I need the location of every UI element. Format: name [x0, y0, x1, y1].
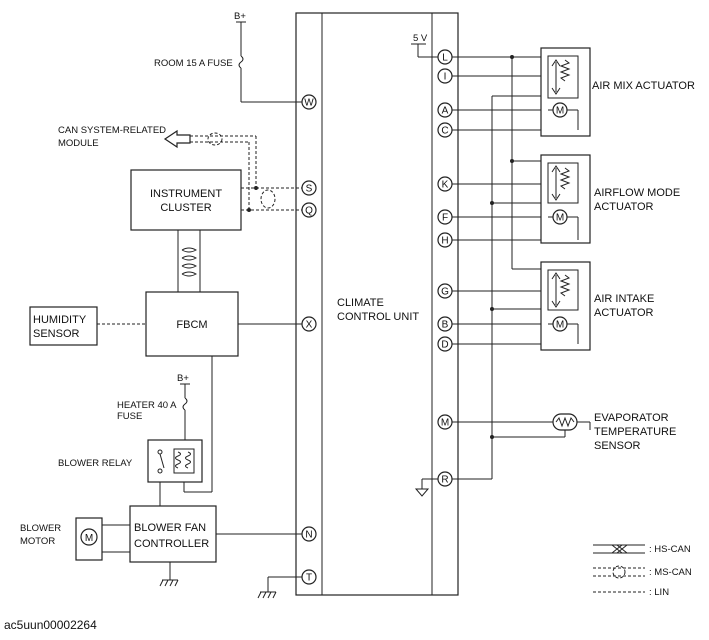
- airflow-mode-label-2: ACTUATOR: [594, 201, 654, 213]
- instrument-cluster: INSTRUMENT CLUSTER: [130, 169, 302, 231]
- heater-fuse-label-2: FUSE: [117, 411, 142, 422]
- air-intake-actuator: M AIR INTAKE ACTUATOR: [540, 261, 654, 351]
- pin-n: N: [305, 530, 312, 541]
- pin-w: W: [304, 98, 314, 109]
- blower-relay-circuit: B+ HEATER 40 A FUSE BLOWER RELAY: [58, 356, 213, 506]
- can-module-label-2: MODULE: [58, 138, 99, 149]
- air-mix-motor-symbol: M: [556, 106, 564, 117]
- bplus-heater-label: B+: [177, 373, 189, 384]
- can-module: CAN SYSTEM-RELATED MODULE: [58, 125, 257, 210]
- air-mix-actuator: M AIR MIX ACTUATOR: [540, 47, 695, 137]
- blower-motor-label-2: MOTOR: [20, 536, 55, 547]
- pin-f: F: [442, 213, 448, 224]
- air-intake-label-2: ACTUATOR: [594, 307, 654, 319]
- air-mix-actuator-label: AIR MIX ACTUATOR: [592, 80, 695, 92]
- thermistor-icon: [555, 416, 575, 428]
- blower-fan-controller-label-1: BLOWER FAN: [134, 522, 206, 534]
- can-module-arrow-icon: [163, 129, 191, 149]
- fbcm-label: FBCM: [176, 319, 207, 331]
- pin-d: D: [441, 340, 448, 351]
- pin-b: B: [442, 320, 449, 331]
- pin-k: K: [442, 180, 449, 191]
- instrument-cluster-label-1: INSTRUMENT: [150, 188, 222, 200]
- pin-t-ground: [257, 576, 302, 599]
- legend-lin: : LIN: [649, 587, 669, 598]
- legend-hs-can-icon: [611, 544, 628, 554]
- airflow-mode-label-1: AIRFLOW MODE: [594, 187, 680, 199]
- humidity-sensor-label-2: SENSOR: [33, 328, 80, 340]
- evap-label-2: TEMPERATURE: [594, 426, 676, 438]
- legend-hs-can: : HS-CAN: [649, 544, 691, 555]
- pin-x: X: [306, 320, 313, 331]
- ground-r-icon: [414, 488, 430, 497]
- pin-h: H: [441, 236, 448, 247]
- ccu-label-line1: CLIMATE: [337, 297, 384, 309]
- airflow-motor-symbol: M: [556, 213, 564, 224]
- instrument-cluster-label-2: CLUSTER: [160, 202, 211, 214]
- right-pins: L I A C K F H G B D M R: [437, 49, 453, 487]
- air-intake-motor-symbol: M: [556, 320, 564, 331]
- blower-fan-controller: BLOWER FAN CONTROLLER: [129, 505, 302, 587]
- pin-r: R: [441, 475, 448, 486]
- airflow-mode-actuator: M AIRFLOW MODE ACTUATOR: [540, 154, 680, 244]
- room-fuse-circuit: B+ ROOM 15 A FUSE: [154, 11, 302, 103]
- fbcm: FBCM: [145, 291, 302, 357]
- room-fuse-label: ROOM 15 A FUSE: [154, 58, 233, 69]
- climate-control-unit: CLIMATE CONTROL UNIT: [295, 12, 459, 596]
- evaporator-temperature-sensor: EVAPORATOR TEMPERATURE SENSOR: [552, 412, 676, 452]
- legend: : HS-CAN : MS-CAN : LIN: [593, 544, 692, 598]
- can-module-label-1: CAN SYSTEM-RELATED: [58, 125, 166, 136]
- humidity-sensor-label-1: HUMIDITY: [33, 314, 87, 326]
- pin-q: Q: [305, 206, 313, 217]
- humidity-sensor: HUMIDITY SENSOR: [29, 306, 146, 346]
- left-pins: W S Q X N T: [301, 94, 317, 585]
- blower-relay-box: [147, 439, 203, 483]
- hs-can-twist-icon: [181, 247, 198, 277]
- heater-fuse-icon: [182, 397, 188, 411]
- pin-a: A: [442, 106, 449, 117]
- pin-i: I: [444, 72, 447, 83]
- legend-ms-can: : MS-CAN: [649, 567, 692, 578]
- pin-l: L: [442, 53, 448, 64]
- hs-can-link: [177, 229, 201, 293]
- figure-caption: ac5uun00002264: [4, 618, 97, 632]
- blower-relay-label: BLOWER RELAY: [58, 458, 133, 469]
- evap-label-3: SENSOR: [594, 440, 641, 452]
- bplus-top-label: B+: [234, 11, 246, 22]
- pin-s: S: [306, 184, 313, 195]
- five-v-label: 5 V: [413, 33, 428, 44]
- evap-label-1: EVAPORATOR: [594, 412, 669, 424]
- blower-motor-symbol: M: [85, 533, 93, 544]
- room-fuse-icon: [238, 55, 244, 69]
- pin-g: G: [441, 287, 449, 298]
- ground-icon: [159, 579, 179, 587]
- blower-motor-label-1: BLOWER: [20, 523, 61, 534]
- pin-t: T: [306, 573, 312, 584]
- legend-ms-can-icon: [612, 565, 626, 579]
- air-intake-label-1: AIR INTAKE: [594, 293, 654, 305]
- cluster-can-twist-icon: [260, 189, 276, 209]
- pin-m: M: [441, 418, 449, 429]
- blower-fan-controller-label-2: CONTROLLER: [134, 538, 209, 550]
- blower-motor: BLOWER MOTOR M: [20, 517, 130, 561]
- ms-can-twist-icon: [207, 132, 223, 146]
- heater-fuse-label-1: HEATER 40 A: [117, 400, 177, 411]
- blower-motor-icon: [80, 528, 98, 546]
- pin-c: C: [441, 126, 448, 137]
- ccu-label-line2: CONTROL UNIT: [337, 311, 419, 323]
- relay-coil-icon: [175, 451, 191, 469]
- ground-t-icon: [257, 591, 277, 599]
